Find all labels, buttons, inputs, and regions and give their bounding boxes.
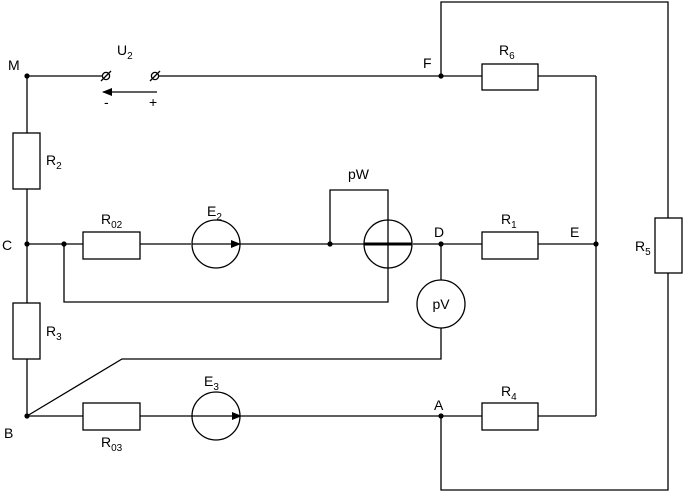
r02-label: R02 (101, 211, 123, 231)
node-d: D (434, 224, 444, 240)
r5-label: R5 (635, 238, 651, 258)
e2-label: E2 (207, 203, 222, 223)
node-b: B (4, 425, 13, 441)
resistor-r2: R2 (12, 132, 62, 190)
node-m: M (8, 57, 20, 73)
resistor-r5: R5 (635, 217, 683, 274)
resistor-r4: R4 (481, 383, 539, 431)
voltmeter: pV (416, 279, 466, 329)
source-e3: E3 (191, 373, 242, 441)
node-c: C (2, 237, 12, 253)
r1-label: R1 (501, 211, 517, 231)
terminal-right-icon (149, 70, 161, 82)
node-a: A (434, 397, 444, 413)
node-f: F (423, 55, 432, 71)
r3-label: R3 (46, 323, 62, 343)
resistor-r1: R1 (481, 211, 539, 260)
wattmeter: pW (348, 166, 413, 269)
e3-label: E3 (204, 373, 219, 393)
source-e2: E2 (191, 203, 241, 269)
wattmeter-label: pW (348, 166, 370, 182)
voltmeter-label: pV (432, 296, 450, 312)
junction-dots (24, 73, 599, 419)
resistor-r03: R03 (82, 402, 141, 454)
r2-label: R2 (46, 152, 62, 172)
u2-label: U2 (117, 42, 133, 62)
u2-minus-label: - (104, 94, 109, 110)
r6-label: R6 (499, 42, 515, 62)
resistor-r3: R3 (12, 302, 62, 360)
node-e: E (570, 224, 579, 240)
r03-label: R03 (101, 434, 123, 454)
r4-label: R4 (501, 383, 517, 403)
terminal-left-icon (100, 70, 112, 82)
u2-plus-label: + (149, 94, 157, 110)
node-labels: M F C D E B A (2, 55, 579, 441)
resistor-r02: R02 (82, 211, 141, 260)
voltage-u2: U2 - + (100, 42, 161, 110)
wires (26, 1, 669, 491)
resistor-r6: R6 (481, 42, 539, 91)
